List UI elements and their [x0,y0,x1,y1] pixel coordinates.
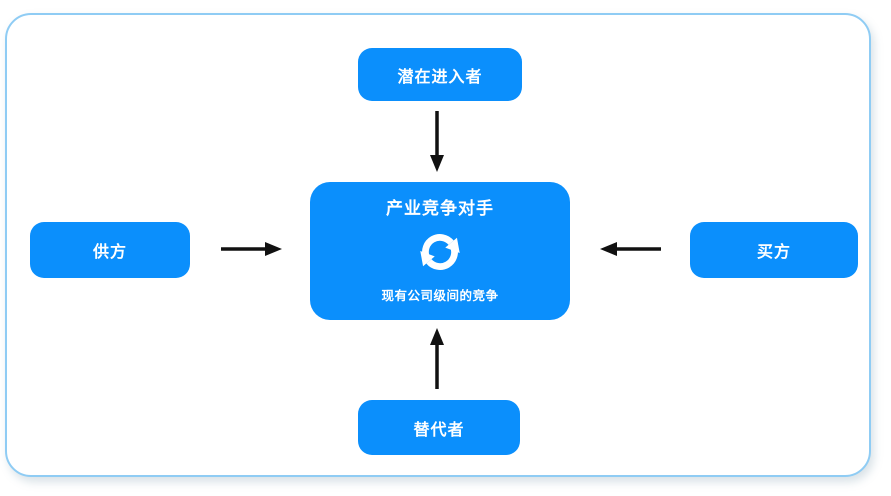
node-potential-entrants: 潜在进入者 [358,48,522,101]
node-potential-entrants-label: 潜在进入者 [397,68,483,86]
node-substitutes-label: 替代者 [413,421,465,439]
node-buyers: 买方 [690,222,858,278]
node-substitutes: 替代者 [358,400,520,455]
node-buyers-label: 买方 [756,244,791,261]
node-suppliers-label: 供方 [92,244,127,261]
center-node-title: 产业竞争对手 [386,199,494,218]
arrow-right-icon [221,242,282,256]
node-industry-competitors: 产业竞争对手 现有公司级间的竞争 [310,182,570,320]
arrow-down-icon [430,111,444,172]
sync-cycle-icon [420,234,460,270]
arrow-left-icon [600,242,661,256]
node-suppliers: 供方 [30,222,190,278]
center-node-subtitle: 现有公司级间的竞争 [381,289,499,303]
arrow-up-icon [430,328,444,389]
